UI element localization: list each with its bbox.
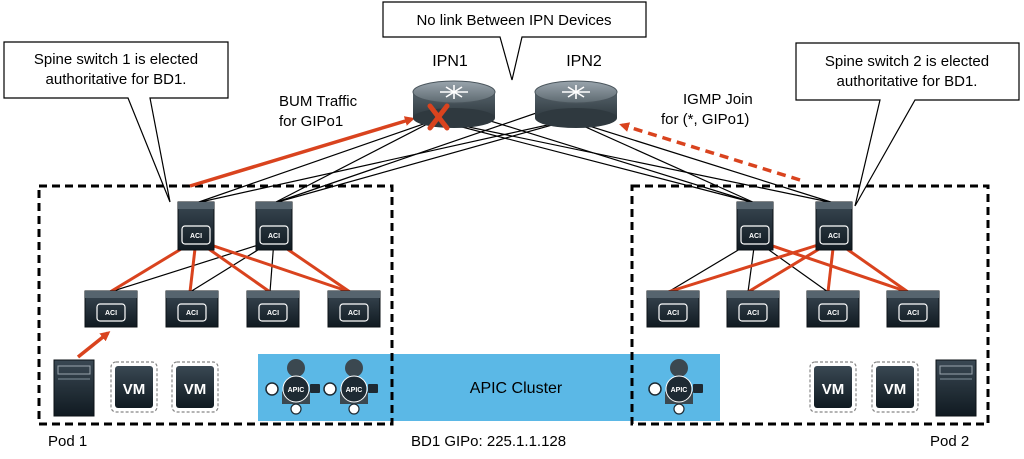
svg-text:APIC: APIC xyxy=(671,387,688,394)
pod2-spine2-switch: ACI xyxy=(815,201,853,251)
pod1-leaf1-switch: ACI xyxy=(84,290,138,328)
ipn1-label: IPN1 xyxy=(432,53,468,70)
apic-cluster-label: APIC Cluster xyxy=(470,380,563,397)
pod1-boundary xyxy=(37,184,394,426)
svg-text:ACI: ACI xyxy=(907,310,919,317)
bum-label-line1: BUM Traffic xyxy=(279,93,358,110)
svg-text:VM: VM xyxy=(184,381,207,398)
pod1-spine2-switch: ACI xyxy=(255,201,293,251)
pod2-label: Pod 2 xyxy=(930,433,969,450)
svg-text:APIC: APIC xyxy=(346,387,363,394)
igmp-join-arrow xyxy=(619,122,801,182)
svg-text:ACI: ACI xyxy=(827,310,839,317)
igmp-label-line2: for (*, GIPo1) xyxy=(661,111,749,128)
pod1-label: Pod 1 xyxy=(48,433,87,450)
svg-text:ACI: ACI xyxy=(667,310,679,317)
svg-text:ACI: ACI xyxy=(186,310,198,317)
pod1-leaf4-switch: ACI xyxy=(327,290,381,328)
pod1-leaf3-switch: ACI xyxy=(246,290,300,328)
pod1-spine1-switch: ACI xyxy=(177,201,215,251)
pod2-fabric-links xyxy=(667,238,909,294)
spine1-callout-line1: Spine switch 1 is elected xyxy=(34,51,198,68)
svg-text:ACI: ACI xyxy=(749,233,761,240)
pod2-leaf4-switch: ACI xyxy=(886,290,940,328)
spine2-callout: Spine switch 2 is elected authoritative … xyxy=(795,42,1020,207)
svg-text:VM: VM xyxy=(123,381,146,398)
svg-text:APIC: APIC xyxy=(288,387,305,394)
failure-x-icon xyxy=(427,103,450,131)
pod2-vm1: VM xyxy=(809,361,857,413)
host-to-leaf-arrow xyxy=(76,331,111,359)
pod2-spine1-switch: ACI xyxy=(736,201,774,251)
bd1-gipo-label: BD1 GIPo: 225.1.1.128 xyxy=(411,433,566,450)
pod2-leaf2-switch: ACI xyxy=(726,290,780,328)
pod2-boundary xyxy=(630,184,990,426)
spine1-callout-line2: authoritative for BD1. xyxy=(46,71,187,88)
svg-text:ACI: ACI xyxy=(267,310,279,317)
ipn-callout: No link Between IPN Devices xyxy=(382,1,647,81)
svg-text:ACI: ACI xyxy=(268,233,280,240)
pod2-leaf3-switch: ACI xyxy=(806,290,860,328)
spine1-callout: Spine switch 1 is elected authoritative … xyxy=(3,41,229,203)
apic-controller-3: APIC xyxy=(648,359,703,415)
ipn2-label: IPN2 xyxy=(566,53,602,70)
ipn-spine-links xyxy=(195,109,835,204)
ipn1-router xyxy=(412,80,496,128)
ipn2-router xyxy=(534,80,618,128)
svg-text:ACI: ACI xyxy=(348,310,360,317)
svg-text:ACI: ACI xyxy=(105,310,117,317)
ipn-callout-text: No link Between IPN Devices xyxy=(416,12,611,29)
svg-text:VM: VM xyxy=(822,381,845,398)
apic-controller-1: APIC xyxy=(265,359,320,415)
svg-text:ACI: ACI xyxy=(747,310,759,317)
svg-text:ACI: ACI xyxy=(190,233,202,240)
pod1-server-host xyxy=(53,359,95,417)
igmp-label-line1: IGMP Join xyxy=(683,91,753,108)
pod2-vm2: VM xyxy=(871,361,919,413)
svg-text:ACI: ACI xyxy=(828,233,840,240)
spine2-callout-line1: Spine switch 2 is elected xyxy=(825,53,989,70)
pod1-leaf2-switch: ACI xyxy=(165,290,219,328)
pod1-vm1: VM xyxy=(110,361,158,413)
apic-controller-2: APIC xyxy=(323,359,378,415)
bum-traffic-arrow xyxy=(189,116,415,188)
spine2-callout-line2: authoritative for BD1. xyxy=(837,73,978,90)
pod1-vm2: VM xyxy=(171,361,219,413)
bum-label-line2: for GIPo1 xyxy=(279,113,343,130)
pod2-leaf1-switch: ACI xyxy=(646,290,700,328)
pod2-server-host xyxy=(935,359,977,417)
pod1-fabric-links xyxy=(109,238,351,294)
svg-text:VM: VM xyxy=(884,381,907,398)
